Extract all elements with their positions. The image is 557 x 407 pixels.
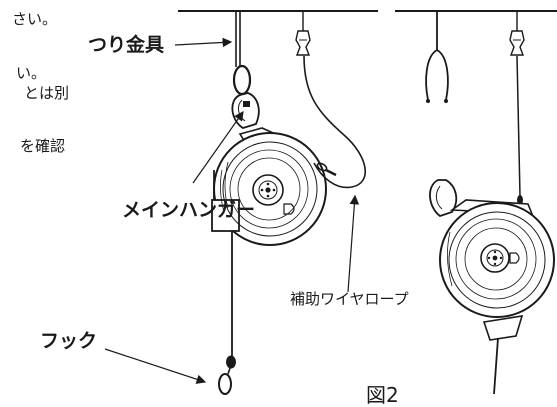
right-balancer [425, 12, 555, 395]
hook-ring [218, 373, 232, 395]
text-fragment: とは別 [24, 84, 70, 102]
aux-wire-clip [295, 30, 311, 56]
left-hook-assembly [218, 231, 236, 395]
label-hanger-fitting: つり金具 [88, 34, 165, 56]
aux-wire-rope-arrow [347, 194, 360, 293]
label-main-hanger: メインハンガー [122, 199, 256, 221]
text-fragment: さい。 [12, 10, 58, 28]
figure-caption-clip: 図2 [366, 383, 410, 407]
right-aux-wire [509, 12, 525, 205]
label-hook: フック [40, 330, 98, 352]
right-main-wire [493, 337, 499, 395]
main-hanger-arrow [192, 111, 244, 184]
right-carabiner [429, 179, 458, 218]
direction-arrow-icon [509, 252, 520, 264]
hanger-fitting-arrow [174, 37, 233, 48]
figure-caption: 図2 [366, 383, 399, 407]
figure-canvas: さい。 い。 とは別 を確認 つり金具 メインハンガー フック 補助ワイヤロープ… [12, 10, 557, 407]
right-balancer-housing [439, 199, 555, 341]
left-balancer [211, 12, 367, 395]
label-aux-wire-rope: 補助ワイヤロープ [290, 290, 409, 308]
left-balancer-housing [211, 127, 327, 246]
aux-wire-clip [509, 30, 525, 56]
right-open-hook [425, 12, 449, 103]
direction-arrow-icon [283, 203, 295, 215]
left-aux-wire [295, 12, 367, 189]
spring-balancer-illustration [104, 10, 557, 395]
leader-arrows [104, 37, 360, 384]
text-fragment: い。 [16, 64, 47, 82]
hook-arrow [104, 348, 207, 384]
text-fragment: を確認 [20, 137, 66, 155]
main-hanger-carabiner [231, 92, 260, 129]
hanger-fitting [232, 12, 252, 96]
